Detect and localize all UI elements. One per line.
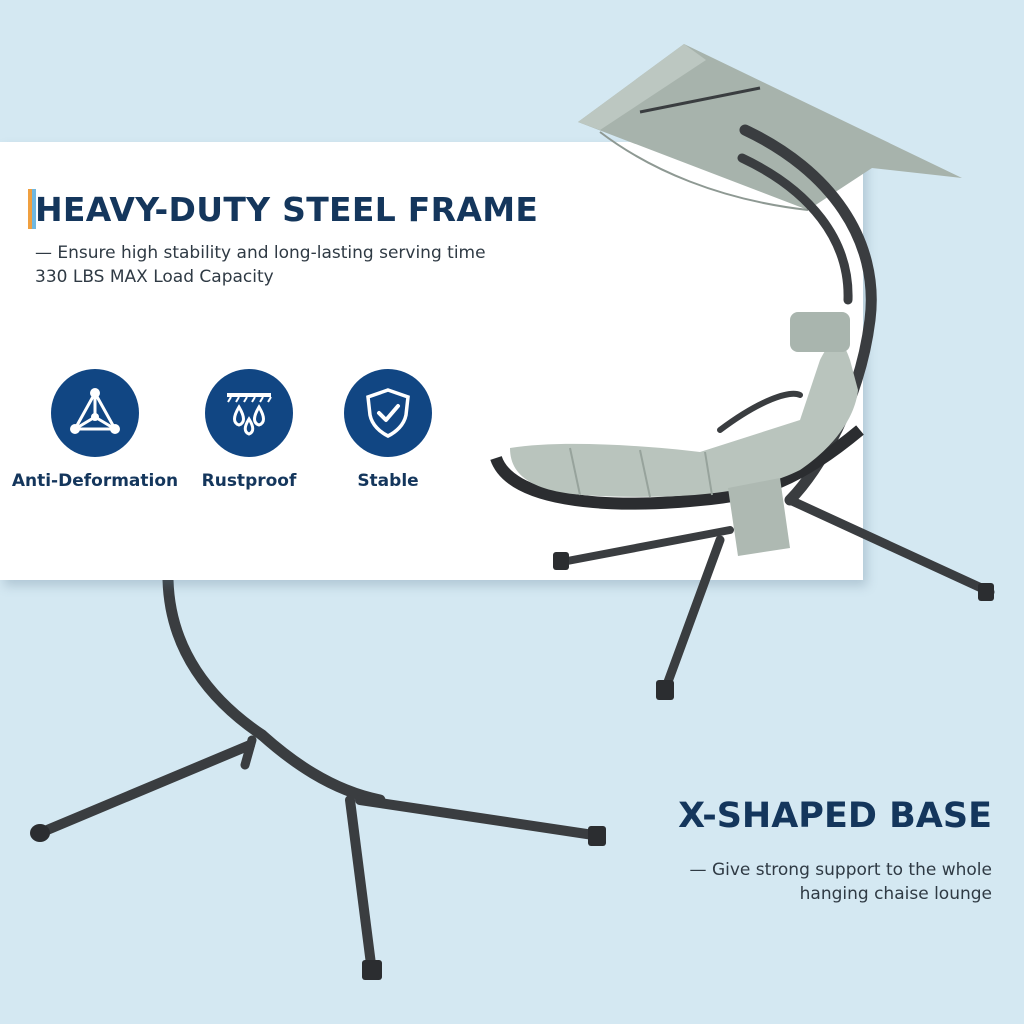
base-section-subtitle-line1: — Give strong support to the whole xyxy=(689,860,992,880)
feature-anti-deformation: Anti-Deformation xyxy=(5,369,185,491)
feature-label: Anti-Deformation xyxy=(11,471,179,491)
feature-label: Rustproof xyxy=(201,471,297,491)
title-accent-bar xyxy=(28,189,36,229)
water-drops-icon xyxy=(205,369,293,457)
feature-stable: Stable xyxy=(298,369,478,491)
frame-info-panel xyxy=(0,142,863,580)
shield-check-icon xyxy=(344,369,432,457)
base-section-subtitle-line2: hanging chaise lounge xyxy=(799,884,992,904)
feature-rustproof: Rustproof xyxy=(159,369,339,491)
frame-section-subtitle: — Ensure high stability and long-lasting… xyxy=(35,243,486,263)
triangle-nodes-icon xyxy=(51,369,139,457)
load-capacity-text: 330 LBS MAX Load Capacity xyxy=(35,267,274,287)
base-section-title: X-SHAPED BASE xyxy=(678,796,992,836)
frame-section-title: HEAVY-DUTY STEEL FRAME xyxy=(35,190,539,229)
feature-label: Stable xyxy=(357,471,419,491)
